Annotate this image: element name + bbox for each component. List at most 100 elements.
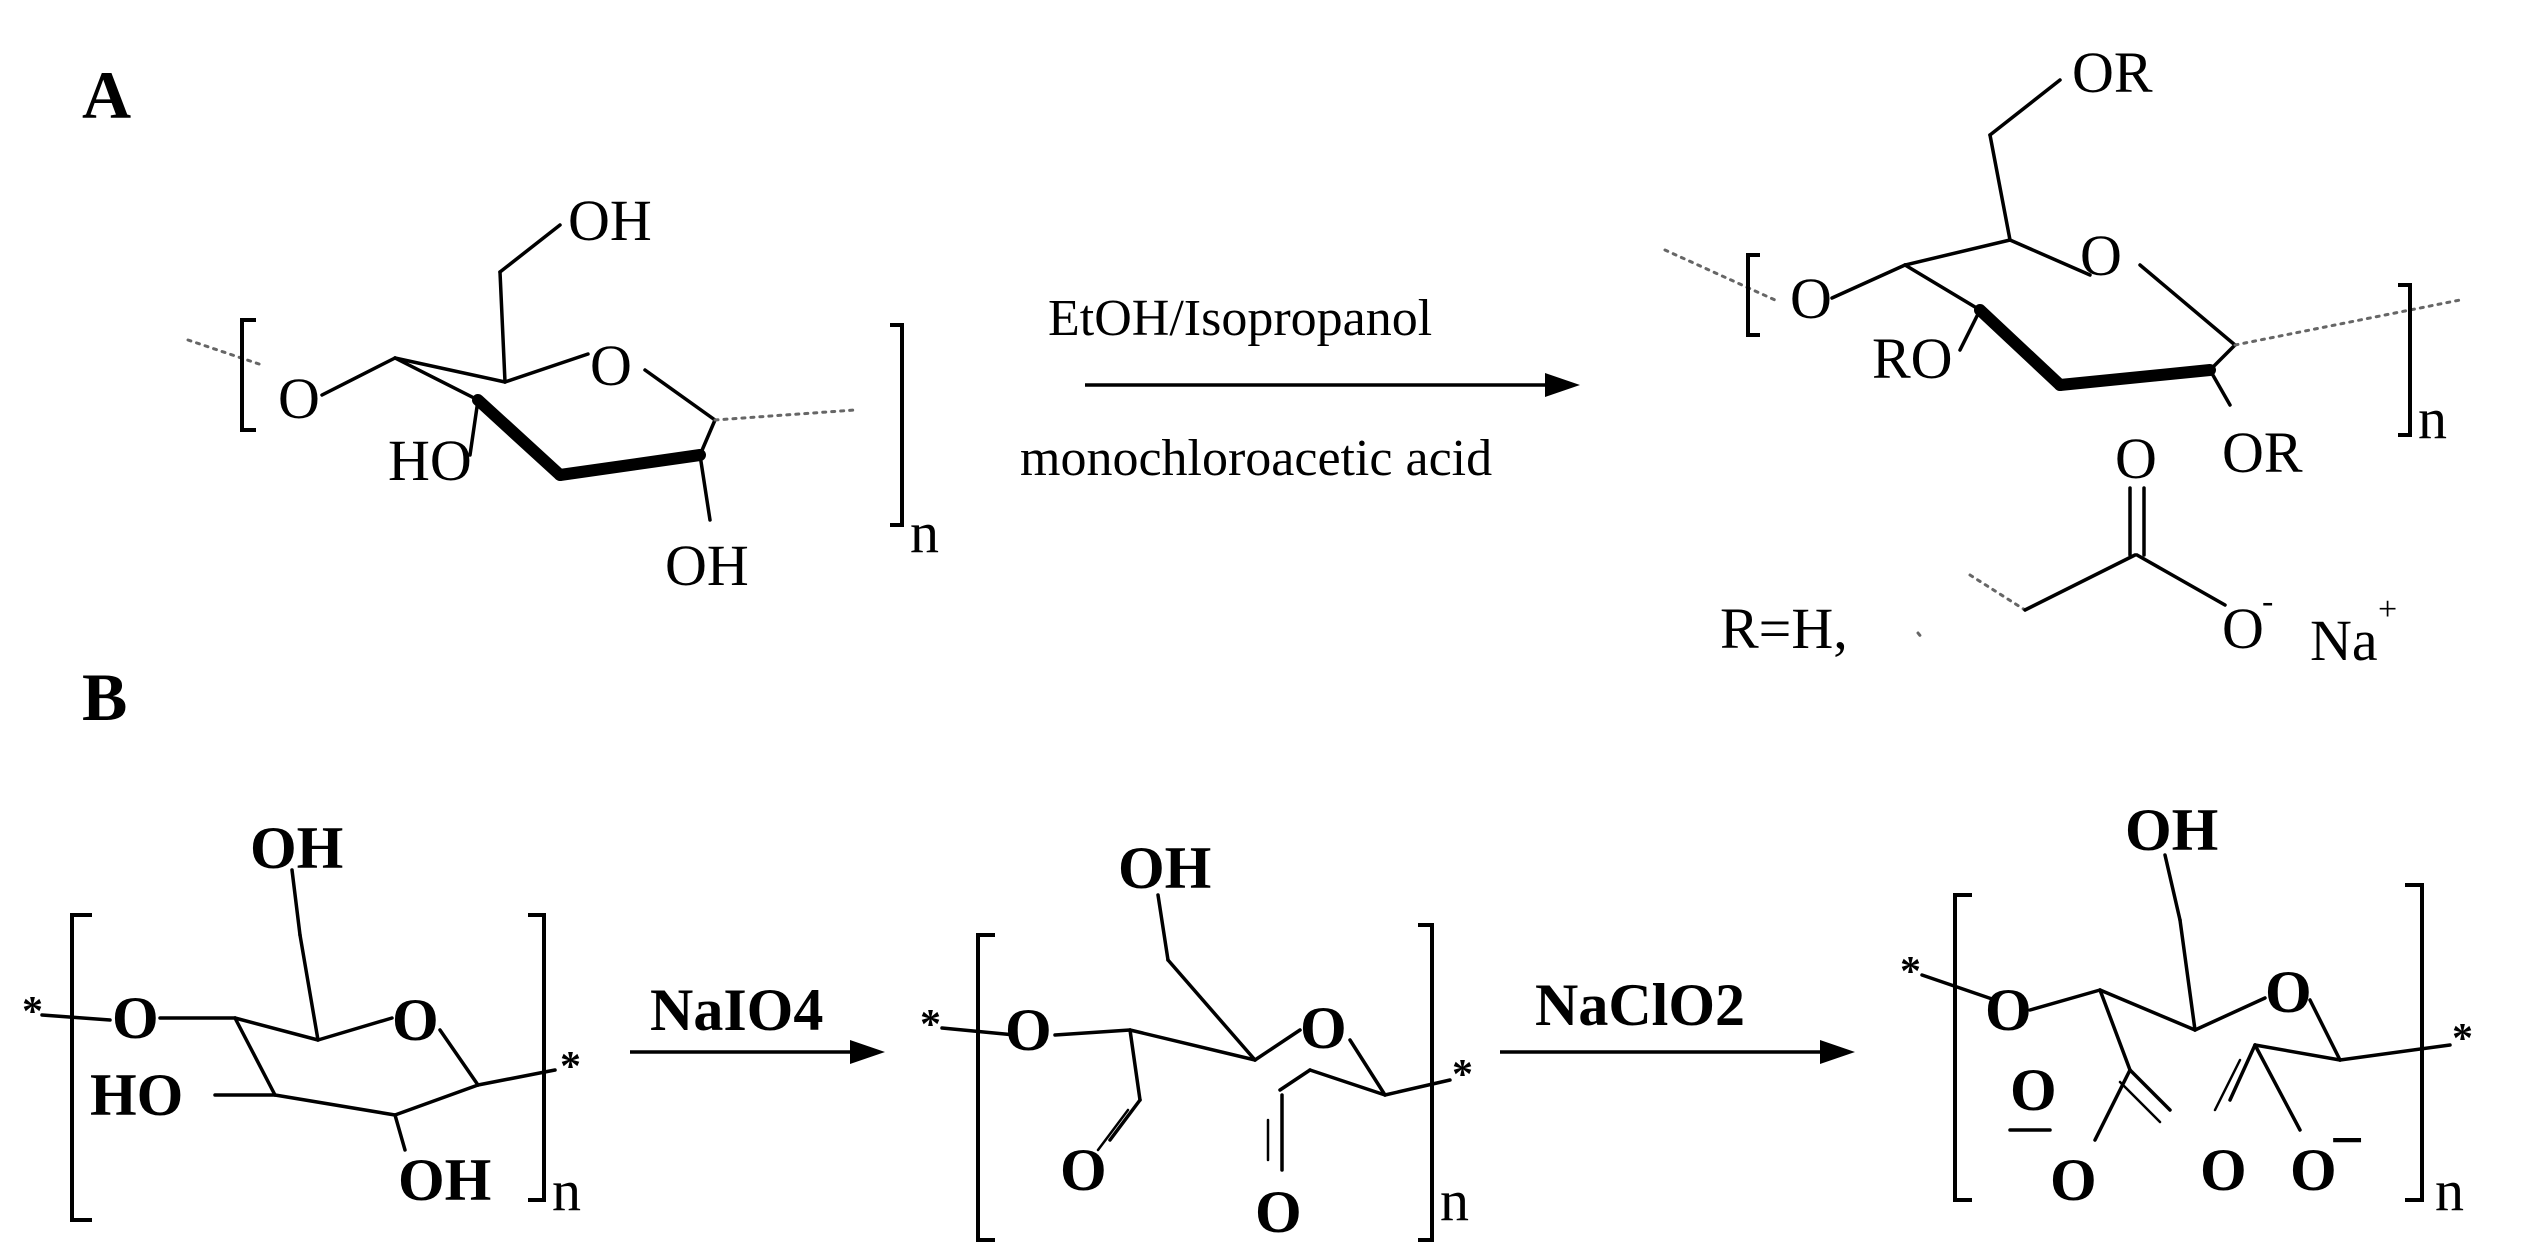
reaction-arrow-b1: NaIO4 (630, 977, 885, 1064)
bond-o-c4 (320, 356, 397, 397)
subscript-n: n (552, 1158, 581, 1223)
structure-1-cellulose: * O O * HO OH OH n (22, 815, 581, 1223)
charge-plus: + (2378, 591, 2397, 628)
link-oxygen: O (1790, 266, 1832, 331)
star-left: * (1900, 949, 1921, 995)
or-bottom: OR (2222, 420, 2303, 485)
charge-minus: - (2262, 583, 2273, 620)
bond-o-c1 (2138, 263, 2237, 347)
subscript-n: n (2418, 386, 2447, 451)
bond-star-o (40, 1013, 112, 1022)
bond-o-c1 (438, 1028, 480, 1087)
bond-c3-ro (1958, 308, 1982, 352)
reactant-cellulose: O O OH HO OH n (186, 188, 939, 598)
arrow-head (1545, 373, 1580, 397)
charge-minus-right: − (2330, 1107, 2364, 1173)
bond-c5-o (316, 1016, 394, 1042)
bond-c4-c3-back (1903, 263, 1982, 312)
bracket-right (2398, 283, 2412, 437)
bond-c1-c2 (1308, 1068, 1387, 1097)
bracket-left (70, 913, 92, 1222)
oh-bottom: OH (665, 533, 749, 598)
bond-o-c4 (1830, 263, 1907, 300)
bond-c1-c2 (393, 1083, 480, 1117)
bond-c3-c4-bold (1974, 304, 2066, 391)
reaction-arrow-a: EtOH/Isopropanol monochloroacetic acid (1020, 290, 1580, 487)
bond-c5-ch2 (298, 933, 320, 1042)
structure-3-dicarboxylate: * O O * O O − O O OH n (1900, 797, 2473, 1223)
oh-top: OH (568, 188, 652, 253)
oh-top: OH (1118, 835, 1211, 901)
arrow-head (1820, 1040, 1855, 1064)
bond-c2-cho (1278, 1068, 1312, 1092)
bond-c4-c5 (393, 356, 507, 384)
ring-oxygen: O (392, 987, 439, 1053)
bond-ch2-oh (2163, 853, 2182, 922)
bond-o-c4 (1053, 1028, 1132, 1037)
sodium-ion: Na (2310, 608, 2378, 673)
star-left: * (22, 989, 43, 1035)
dotted-bond-r (1916, 631, 1924, 640)
bond-o-c1 (1348, 1038, 1387, 1097)
bond-c2-o-1 (2228, 1043, 2257, 1102)
dotted-bond-left (1663, 248, 1777, 302)
bond-o-c4 (2028, 988, 2102, 1012)
bracket-left (976, 933, 995, 1242)
star-right: * (560, 1044, 581, 1090)
bond-c4-c5 (1903, 238, 2012, 267)
bond-c2-oh (393, 1113, 407, 1152)
dotted-bond-right (713, 408, 857, 422)
bracket-left (1953, 893, 1972, 1202)
arrow-head (850, 1040, 885, 1064)
bond-c5-o (503, 352, 590, 384)
oh-top: OH (2125, 797, 2218, 863)
oh-top: OH (250, 815, 343, 881)
reagent-naclo2: NaClO2 (1535, 972, 1745, 1038)
dotted-bond-left (186, 338, 264, 367)
bond-ch2-oh (290, 868, 302, 937)
or-top: OR (2072, 40, 2153, 105)
bond-c3-ho (468, 398, 480, 457)
bond-c4-c3 (2098, 988, 2132, 1072)
bracket-right (528, 913, 546, 1202)
bond-c3-ominus (2093, 1068, 2132, 1142)
link-oxygen: O (1985, 977, 2032, 1043)
link-oxygen: O (112, 985, 159, 1051)
panel-label-b: B (82, 659, 127, 735)
bond-c5-ch2 (2178, 918, 2197, 1032)
link-oxygen: O (278, 366, 320, 431)
bond-c2-ominus (2253, 1043, 2302, 1132)
bond-c1-star (2338, 1043, 2452, 1062)
carbonyl-oxygen: O (2115, 426, 2157, 491)
bond-c-o-single (2135, 553, 2227, 607)
bond-c1-star (1383, 1078, 1452, 1097)
bracket-left (1746, 253, 1760, 337)
bond-c5-o (2193, 996, 2267, 1032)
reaction-arrow-b2: NaClO2 (1500, 972, 1855, 1064)
aldehyde-oxygen-left: O (1060, 1137, 1107, 1203)
carboxylate-oxygen: O (2222, 596, 2264, 661)
ro-left: RO (1872, 326, 1953, 391)
bond-c3-c4 (233, 1016, 277, 1097)
bond-c4-c3 (1128, 1028, 1142, 1102)
bond-star-o (1920, 973, 1997, 1002)
bond-c3-o-2 (2118, 1080, 2162, 1124)
bond-c2-oh (698, 453, 712, 522)
bond-c3-c4-bold (472, 394, 566, 481)
carboxyl-oxygen-4: O (2290, 1137, 2337, 1203)
bond-c4-c5 (233, 1016, 320, 1042)
bond-c1-c2 (2253, 1043, 2342, 1062)
bond-c2-c3-bold (2054, 364, 2216, 391)
bracket-left (240, 318, 256, 432)
bond-c5-ch2 (1166, 958, 1257, 1062)
bond-c4-c3-back (393, 356, 480, 402)
subscript-n: n (2435, 1158, 2464, 1223)
ho-left: HO (90, 1062, 183, 1128)
ho-left: HO (388, 428, 472, 493)
bond-c2-c3-bold (554, 449, 706, 481)
bond-c2-c3 (273, 1093, 397, 1117)
r-definition: R=H, (1720, 596, 1848, 661)
bond-c1-c2 (698, 418, 717, 457)
